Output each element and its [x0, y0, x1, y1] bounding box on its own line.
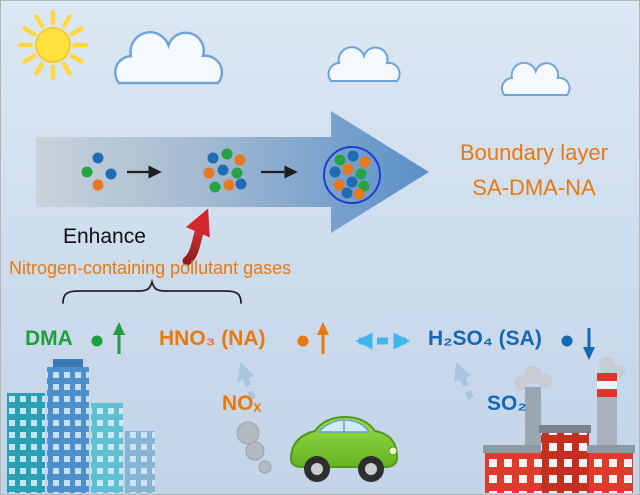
car-illustration: [289, 415, 399, 482]
nox-smoke-icon: [236, 421, 272, 474]
cloud-icon-1: [114, 31, 224, 85]
particle-cluster-final: [329, 150, 371, 200]
enhance-arrow-icon: [182, 208, 210, 266]
grouping-brace: [62, 278, 242, 304]
na-up-arrow-icon: [317, 322, 329, 354]
na-particle-dot: [297, 335, 309, 347]
particle-cluster-initial: [81, 152, 117, 191]
so2-to-sa-dashed-arrow-icon: [454, 361, 474, 401]
city-buildings-illustration: [7, 359, 155, 493]
nox-to-na-dashed-arrow-icon: [237, 361, 256, 400]
nox-label: NOₓ: [222, 392, 262, 415]
cloud-icon-2: [327, 46, 401, 82]
sa-down-arrow-icon: [583, 328, 595, 360]
dma-particle-dot: [91, 335, 103, 347]
so2-label: SO₂: [487, 392, 527, 415]
boundary-layer-line1: Boundary layer: [460, 140, 608, 165]
boundary-layer-line2: SA-DMA-NA: [472, 175, 596, 200]
factory-smoke-icon: [514, 357, 625, 390]
dma-up-arrow-icon: [113, 322, 125, 354]
factory-illustration: [483, 357, 635, 493]
boundary-layer-label: Boundary layer SA-DMA-NA: [437, 135, 631, 205]
pollutant-gases-header: Nitrogen-containing pollutant gases: [9, 258, 292, 278]
cluster-highlight-circle: [323, 146, 381, 204]
enhance-label: Enhance: [63, 225, 146, 248]
h2so4-sa-label: H₂SO₄ (SA): [428, 327, 542, 350]
hno3-na-label: HNO₃ (NA): [159, 327, 266, 350]
dma-label: DMA: [25, 327, 73, 350]
particle-cluster-growing: [203, 148, 247, 193]
sun-icon: [17, 9, 89, 81]
sa-particle-dot: [561, 335, 573, 347]
cloud-icon-3: [501, 61, 571, 96]
